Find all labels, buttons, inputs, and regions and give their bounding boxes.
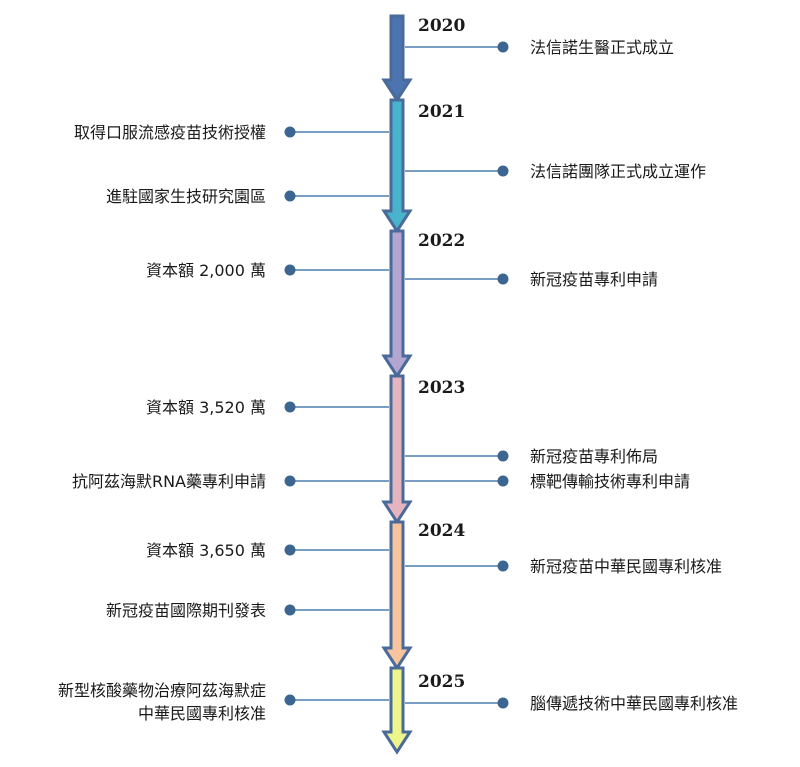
year-label: 2020 <box>418 16 465 36</box>
event-label: 資本額 3,520 萬 <box>146 398 266 417</box>
event-dot <box>497 41 509 53</box>
arrow-segment-2025 <box>381 666 413 755</box>
event-dot <box>497 450 509 462</box>
event-label: 法信諾生醫正式成立 <box>530 38 674 57</box>
event-label: 新冠疫苗專利申請 <box>530 270 658 289</box>
event-label: 腦傳遞技術中華民國專利核准 <box>530 694 738 713</box>
timeline-segment-2022: 2022 新冠疫苗專利申請 資本額 2,000 萬 <box>146 229 658 379</box>
event-dot <box>497 273 509 285</box>
event-dot <box>284 126 296 138</box>
event-label: 新型核酸藥物治療阿茲海默症 <box>58 681 266 700</box>
arrow-segment-2020 <box>381 14 413 103</box>
year-label: 2023 <box>418 378 465 398</box>
event-label: 新冠疫苗專利佈局 <box>530 447 658 466</box>
event-dot <box>284 475 296 487</box>
arrow-segment-2024 <box>381 520 413 671</box>
event-dot <box>284 264 296 276</box>
year-label: 2022 <box>418 231 465 251</box>
event-dot <box>284 604 296 616</box>
arrow-segment-2022 <box>381 229 413 379</box>
event-label: 法信諾團隊正式成立運作 <box>530 162 706 181</box>
arrow-segment-2021 <box>381 98 413 234</box>
event-dot <box>497 475 509 487</box>
event-label: 取得口服流感疫苗技術授權 <box>74 123 266 142</box>
event-label: 新冠疫苗中華民國專利核准 <box>530 557 722 576</box>
event-label: 進駐國家生技研究園區 <box>106 187 266 206</box>
event-dot <box>284 544 296 556</box>
event-dot <box>497 697 509 709</box>
timeline-segment-2020: 2020 法信諾生醫正式成立 <box>381 14 674 103</box>
event-dot <box>284 401 296 413</box>
event-dot <box>497 560 509 572</box>
event-dot <box>497 165 509 177</box>
event-label: 資本額 2,000 萬 <box>146 261 266 280</box>
event-label-line2: 中華民國專利核准 <box>138 704 266 723</box>
arrow-segment-2023 <box>381 374 413 525</box>
year-label: 2025 <box>418 672 465 692</box>
event-label: 標靶傳輸技術專利申請 <box>530 472 690 491</box>
event-label: 抗阿茲海默RNA藥專利申請 <box>72 472 266 491</box>
year-label: 2024 <box>418 521 465 541</box>
event-dot <box>284 694 296 706</box>
event-dot <box>284 190 296 202</box>
event-label: 資本額 3,650 萬 <box>146 541 266 560</box>
year-label: 2021 <box>418 102 465 122</box>
event-label: 新冠疫苗國際期刊發表 <box>106 601 266 620</box>
